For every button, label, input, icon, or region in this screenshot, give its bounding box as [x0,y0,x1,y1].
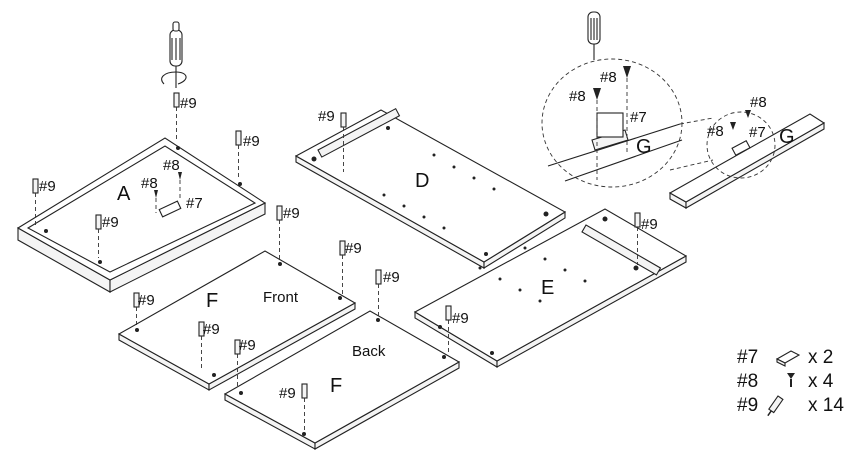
panel-f-front: F Front #9 #9 #9 #9 [117,205,362,391]
callout-9: #9 [138,292,155,309]
callout-8: #8 [750,94,767,111]
callout-8: #8 [600,69,617,86]
detail-g-label: G [636,136,652,158]
panel-f-front-label: F [206,290,218,312]
screw-group-a: #9 #9 #9 #9 #8 #8 #7 [32,92,260,258]
rail-g: G #8 #8 #7 [668,94,826,209]
callout-9: #9 [279,385,296,402]
legend-qty: x 4 [808,371,834,392]
panel-e: E #9 #9 [413,208,688,368]
callout-8: #8 [163,157,180,174]
callout-9: #9 [203,321,220,338]
screw-icon [787,373,795,387]
callout-9: #9 [102,214,119,231]
callout-8: #8 [707,123,724,140]
callout-9: #9 [283,205,300,222]
back-label: Back [352,343,386,360]
legend-code: #9 [737,395,758,416]
front-label: Front [263,289,299,306]
callout-9: #9 [180,95,197,112]
callout-7: #7 [186,195,203,212]
legend-row: #8 x 4 [737,371,834,392]
callout-9: #9 [39,178,56,195]
callout-8: #8 [141,175,158,192]
detail-g: G #7 #8 #8 [541,58,683,188]
legend-row: #9 x 14 [737,395,844,417]
callout-9: #9 [452,310,469,327]
panel-f-back: F Back #9 #9 #9 [223,269,461,450]
legend-qty: x 2 [808,347,833,368]
rail-g-label: G [779,126,795,148]
callout-9: #9 [383,269,400,286]
dowel-screw-icon [767,395,784,417]
callout-8: #8 [569,88,586,105]
callout-7: #7 [749,124,766,141]
callout-9: #9 [239,337,256,354]
panel-d-label: D [415,170,429,192]
screwdriver-icon [587,11,601,60]
panel-d: D #9 [294,107,567,269]
hardware-legend: #7 x 2 #8 x 4 #9 x 14 [737,347,844,417]
callout-9: #9 [641,216,658,233]
legend-code: #7 [737,347,758,368]
legend-qty: x 14 [808,395,844,416]
panel-f-back-label: F [330,375,342,397]
legend-code: #8 [737,371,758,392]
callout-9: #9 [345,240,362,257]
callout-9: #9 [318,108,335,125]
latch-icon [775,350,801,367]
panel-e-label: E [541,277,554,299]
detail-connector [669,159,714,171]
panel-a-label: A [117,183,131,205]
panel-a: A [16,137,267,293]
screwdriver-icon [161,21,187,88]
legend-row: #7 x 2 [737,347,833,368]
callout-9: #9 [243,133,260,150]
callout-7: #7 [630,109,647,126]
detail-connector [679,117,714,125]
